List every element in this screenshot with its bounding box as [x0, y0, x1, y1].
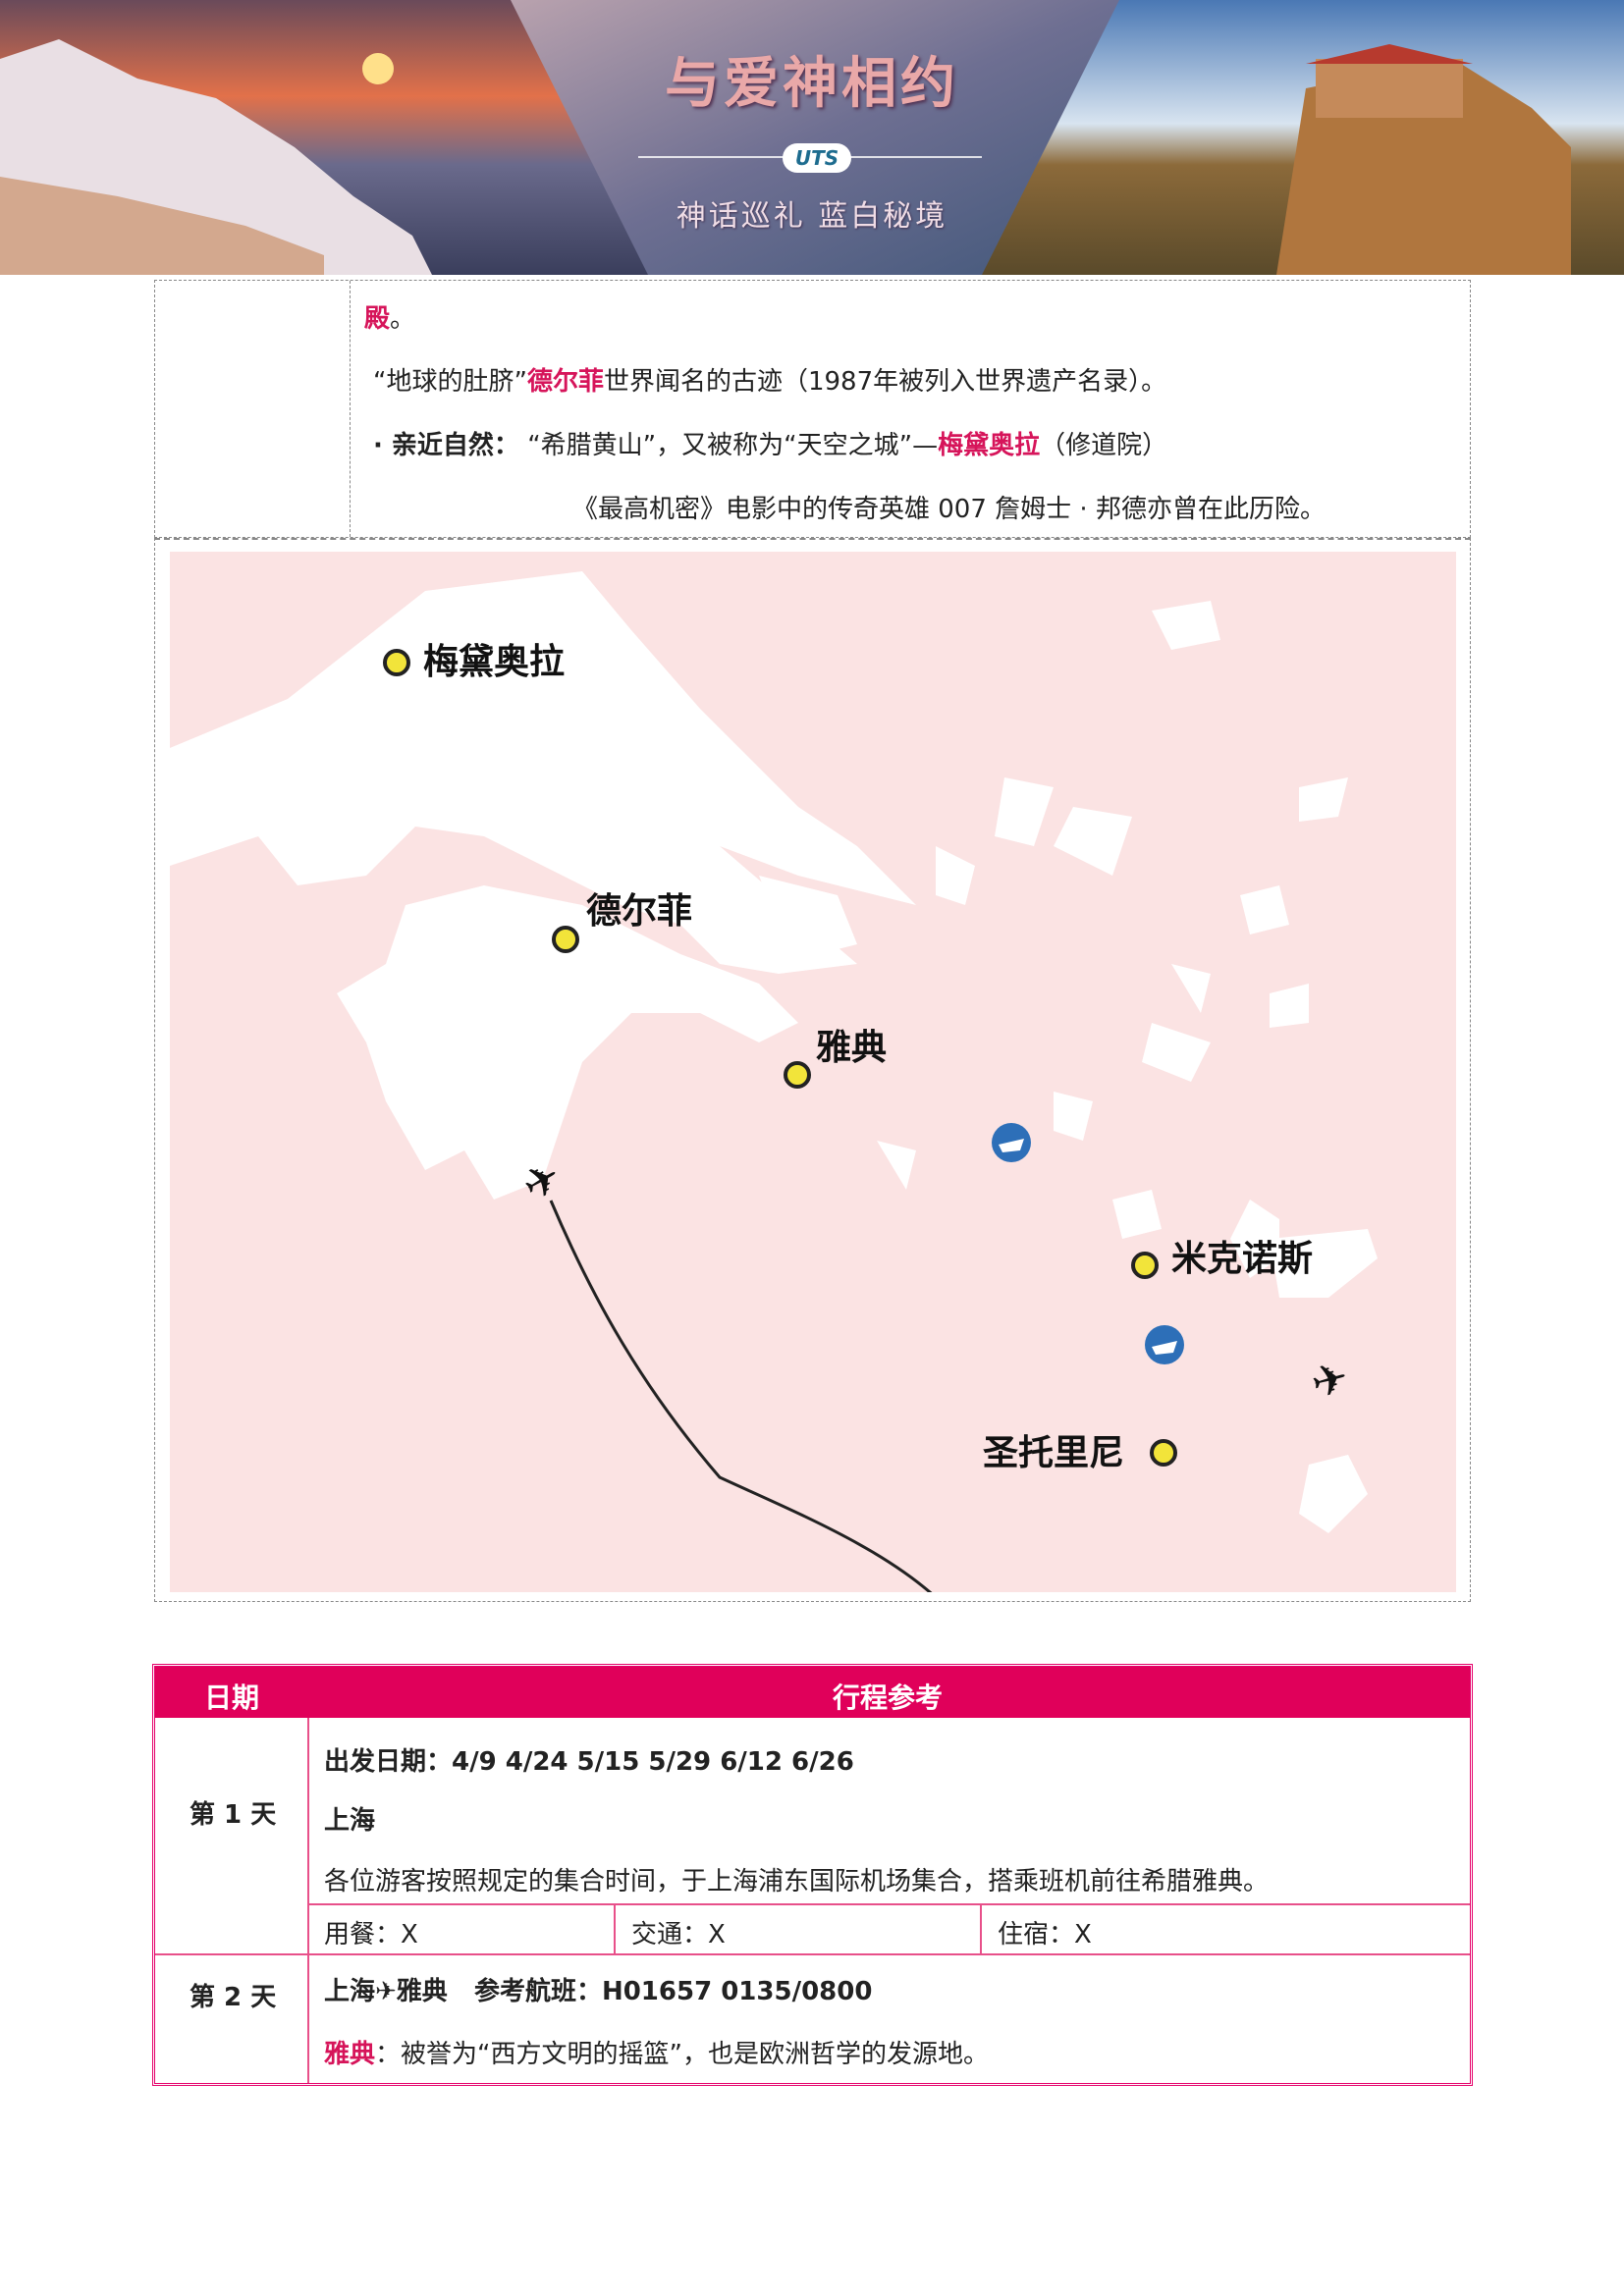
header-banner: 与爱神相约 UTS 神话巡礼 蓝白秘境: [0, 0, 1624, 275]
city-dot-athens: [784, 1061, 811, 1089]
highlight-meteora: 梅黛奥拉: [938, 431, 1041, 460]
uts-logo: UTS: [783, 143, 851, 173]
divider: [307, 1718, 309, 2083]
intro-line-2: · 亲近自然： “希腊黄山”，又被称为“天空之城”—梅黛奥拉（修道院）: [373, 425, 1167, 461]
land: [170, 571, 1378, 1533]
divider: [307, 1903, 1470, 1905]
route-map: ✈ ✈ 梅黛奥拉 德尔菲 雅典 米克诺斯 圣托里尼: [154, 538, 1471, 1602]
departure-dates: 出发日期：4/9 4/24 5/15 5/29 6/12 6/26: [324, 1747, 854, 1777]
highlight-athens: 雅典: [324, 2040, 376, 2069]
intro-line-0: 殿。: [364, 298, 415, 335]
map-svg: ✈ ✈ 梅黛奥拉 德尔菲 雅典 米克诺斯 圣托里尼: [170, 552, 1456, 1592]
bullet-heading: · 亲近自然：: [373, 431, 519, 460]
divider: [155, 1953, 1470, 1955]
city-label-athens: 雅典: [816, 1028, 887, 1068]
city-label-delphi: 德尔菲: [586, 891, 692, 932]
flight-info: 参考航班：H01657 0135/0800: [473, 1977, 873, 2006]
intro-line-3: 《最高机密》电影中的传奇英雄 007 詹姆士 · 邦德亦曾在此历险。: [572, 495, 1326, 524]
day-1-transport: 交通：X: [631, 1920, 726, 1949]
day-1-desc: 各位游客按照规定的集合时间，于上海浦东国际机场集合，搭乘班机前往希腊雅典。: [324, 1867, 1270, 1896]
city-dot-mykonos: [1131, 1252, 1159, 1279]
ship-icon: [1145, 1325, 1184, 1364]
text: 世界闻名的古迹（1987年被列入世界遗产名录）。: [603, 367, 1167, 397]
text: “希腊黄山”，又被称为“天空之城”—: [527, 431, 939, 460]
ship-icon: [992, 1123, 1031, 1162]
divider: [980, 1903, 982, 1954]
day-2-route: 上海✈雅典 参考航班：H01657 0135/0800: [324, 1971, 872, 2007]
day-2-desc: 雅典：被誉为“西方文明的摇篮”，也是欧洲哲学的发源地。: [324, 2034, 989, 2070]
header-date: 日期: [204, 1682, 260, 1714]
banner-title: 与爱神相约: [665, 51, 959, 116]
table-header: 日期 行程参考: [155, 1667, 1470, 1718]
highlight: 殿: [364, 304, 391, 334]
city-label-meteora: 梅黛奥拉: [423, 642, 565, 682]
intro-table: 殿。 “地球的肚脐”德尔菲世界闻名的古迹（1987年被列入世界遗产名录）。 · …: [154, 280, 1471, 538]
city-label-mykonos: 米克诺斯: [1171, 1239, 1313, 1279]
day-1-hotel: 住宿：X: [998, 1920, 1092, 1949]
divider: [614, 1903, 616, 1954]
banner-subtitle: 神话巡礼 蓝白秘境: [676, 199, 948, 234]
route: 上海✈雅典: [324, 1977, 448, 2006]
city-dot-delphi: [552, 926, 579, 953]
text: 。: [390, 304, 416, 334]
intro-line-1: “地球的肚脐”德尔菲世界闻名的古迹（1987年被列入世界遗产名录）。: [373, 361, 1166, 398]
city-label-santorini: 圣托里尼: [983, 1433, 1124, 1473]
day-2-label: 第 2 天: [189, 1983, 277, 2012]
banner-image: [0, 0, 1624, 275]
header-itinerary: 行程参考: [833, 1682, 944, 1714]
column-divider: [350, 281, 351, 537]
city-dot-santorini: [1150, 1439, 1177, 1467]
highlight-delphi: 德尔菲: [526, 367, 604, 397]
itinerary-table: 日期 行程参考 第 1 天 出发日期：4/9 4/24 5/15 5/29 6/…: [152, 1664, 1473, 2086]
text: ：被誉为“西方文明的摇篮”，也是欧洲哲学的发源地。: [375, 2040, 989, 2069]
city-dot-meteora: [383, 649, 410, 676]
day-1-city: 上海: [324, 1806, 376, 1836]
day-1-label: 第 1 天: [189, 1800, 277, 1830]
day-1-meal: 用餐：X: [324, 1920, 418, 1949]
text: （修道院）: [1040, 431, 1168, 460]
text: “地球的肚脐”: [373, 367, 527, 397]
